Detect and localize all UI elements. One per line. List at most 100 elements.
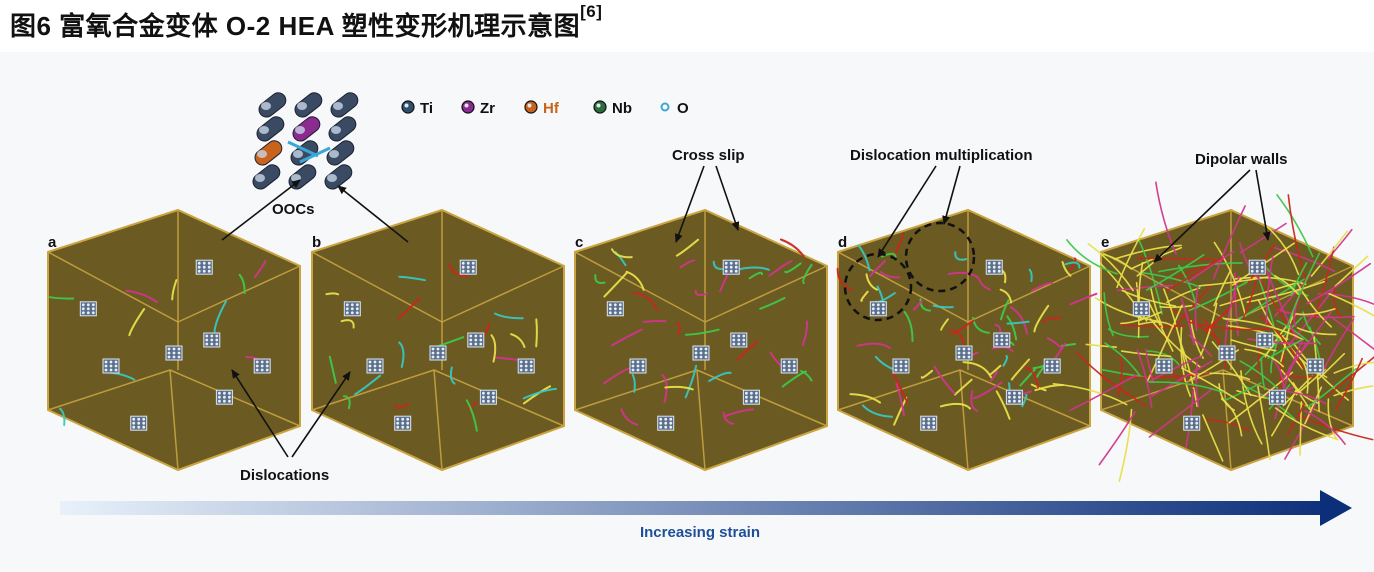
ooc-atom (345, 311, 349, 315)
ooc-atom (659, 421, 663, 425)
ooc-atom (669, 421, 673, 425)
ooc-atom (922, 421, 926, 425)
ooc-atom (669, 425, 673, 429)
dislocation-line (1264, 265, 1298, 340)
dislocation-line (1239, 360, 1279, 389)
ooc-atom (471, 261, 475, 265)
ooc-atom (345, 303, 349, 307)
dislocation-line (1104, 342, 1141, 377)
ooc-atom (1008, 391, 1011, 395)
dislocation-line (510, 333, 526, 348)
ooc-atom (724, 265, 728, 269)
dislocation-line (1333, 385, 1374, 397)
ooc-atom (957, 351, 961, 355)
dislocation-line (1265, 255, 1274, 326)
ooc-atom (441, 355, 445, 359)
ooc-atom (618, 307, 622, 311)
dislocation-line (1274, 338, 1304, 420)
ooc-atom (172, 355, 176, 359)
cross-slip-arrow-a (675, 165, 705, 243)
ooc-atom (350, 311, 354, 315)
ooc-atom (659, 425, 663, 429)
ooc-atom (631, 360, 635, 364)
dislocation-line (594, 274, 606, 284)
dislocation-line (620, 408, 639, 426)
ooc-atom (997, 269, 1001, 273)
ooc-cluster (892, 358, 910, 374)
dislocation-line (903, 311, 914, 342)
ooc-atom (1258, 338, 1262, 342)
lattice-atom-highlight (331, 126, 341, 134)
dislocation-line (1213, 270, 1232, 307)
ooc-atom (1276, 391, 1279, 395)
cube-edge (47, 369, 171, 411)
dislocation-line (779, 238, 805, 258)
multiplication-circle-1 (843, 252, 913, 322)
legend-label-zr: Zr (480, 100, 495, 117)
dislocation-line (1198, 276, 1269, 287)
ooc-atom (1230, 351, 1234, 355)
dislocation-line (1242, 278, 1257, 320)
ooc-atom (1055, 368, 1059, 372)
cube-panel-d: d (836, 208, 1098, 472)
ooc-atom (1258, 342, 1262, 346)
ooc-atom (876, 303, 880, 307)
dislocation-line (1246, 281, 1325, 303)
ooc-atom (1139, 311, 1143, 315)
ooc-atom (962, 347, 966, 351)
dislocation-line (1297, 414, 1374, 441)
dislocation-line (1000, 299, 1010, 321)
dislocation-line (1117, 352, 1123, 397)
legend-dot-nb (593, 100, 607, 114)
ooc-atom (529, 360, 533, 364)
ooc-atom (997, 265, 1001, 269)
ooc-atom (406, 425, 410, 429)
cube-edge (169, 369, 179, 471)
ooc-cluster (742, 389, 760, 405)
lattice-atom-highlight (329, 150, 339, 158)
legend-label-nb: Nb (612, 100, 632, 117)
ooc-atom (608, 307, 612, 311)
ooc-atom (114, 364, 118, 368)
dislocation-line (1276, 194, 1314, 258)
ooc-atom (995, 338, 999, 342)
ooc-atom (787, 364, 791, 368)
ooc-atom (86, 303, 90, 307)
dislocation-line (1202, 414, 1224, 462)
dislocation-line (801, 320, 809, 347)
lattice-atom-highlight (259, 126, 269, 134)
dislocation-line (1316, 352, 1346, 381)
dislocation-line (1098, 411, 1136, 466)
dislocation-line (1121, 289, 1177, 307)
dislocation-line (1286, 252, 1321, 330)
dislocation-line (1144, 348, 1155, 384)
dislocation-line (1172, 259, 1227, 280)
dislocation-line (1202, 318, 1227, 369)
ooc-atom (109, 368, 113, 372)
ooc-atom (1055, 364, 1059, 368)
dislocation-line (1148, 388, 1214, 438)
dislocation-line (912, 300, 923, 311)
dislocation-line (860, 290, 869, 302)
multiplication-arrow-a (877, 165, 937, 258)
ooc-atom (479, 334, 483, 338)
ooc-atom (932, 425, 936, 429)
ooc-atom (132, 425, 136, 429)
dislocations-arrow-b (291, 371, 351, 458)
dislocation-line (535, 318, 538, 348)
dislocation-line (1186, 250, 1235, 283)
dislocation-line (1273, 274, 1299, 295)
cube-body (47, 208, 301, 472)
ooc-atom (1263, 334, 1267, 338)
ooc-atom (992, 261, 996, 265)
ooc-atom (1167, 364, 1171, 368)
ooc-atom (207, 265, 211, 269)
ooc-atom (1281, 395, 1284, 399)
ooc-atom (1008, 399, 1011, 403)
dislocation-line (1273, 247, 1336, 272)
ooc-atom (431, 351, 435, 355)
ooc-atom (114, 368, 118, 372)
ooc-atom (215, 334, 219, 338)
ooc-atom (197, 261, 201, 265)
ooc-atom (742, 338, 746, 342)
